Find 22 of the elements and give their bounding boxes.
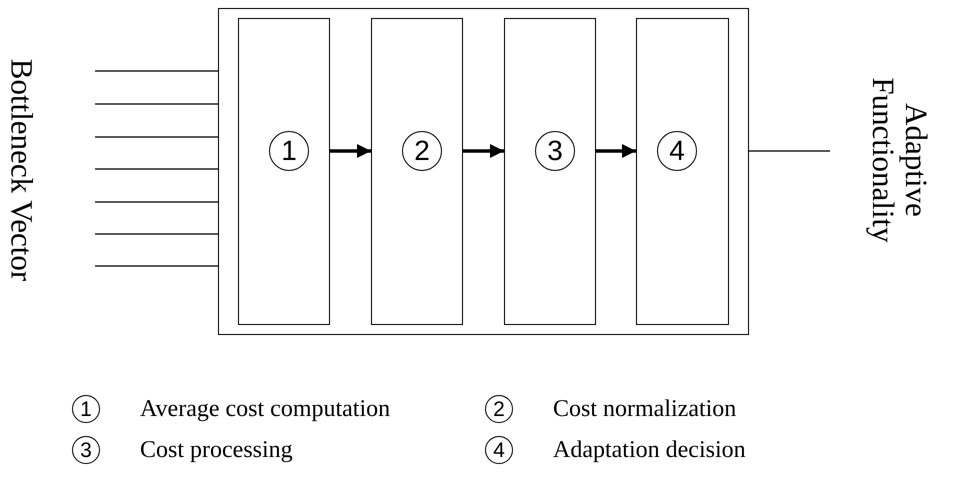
- legend-text: Cost processing: [140, 438, 293, 462]
- legend-text: Average cost computation: [140, 397, 390, 421]
- process-box: [504, 18, 596, 325]
- connector-line: [95, 70, 218, 72]
- side-label: Adaptive Functionality: [867, 76, 933, 245]
- connector-line: [95, 168, 218, 170]
- process-box: [636, 18, 729, 325]
- connector-line: [95, 136, 218, 138]
- connector-line: [95, 265, 218, 267]
- connector-line: [749, 150, 830, 152]
- legend-text: Cost normalization: [553, 397, 736, 421]
- arrow: [596, 144, 636, 158]
- arrow: [330, 144, 371, 158]
- connector-line: [95, 201, 218, 203]
- process-box: [238, 18, 330, 325]
- side-label: Bottleneck Vector: [6, 58, 38, 284]
- legend-text: Adaptation decision: [553, 438, 746, 462]
- arrow: [463, 144, 504, 158]
- process-box: [218, 8, 749, 335]
- connector-line: [95, 103, 218, 105]
- connector-line: [95, 233, 218, 235]
- process-box: [371, 18, 463, 325]
